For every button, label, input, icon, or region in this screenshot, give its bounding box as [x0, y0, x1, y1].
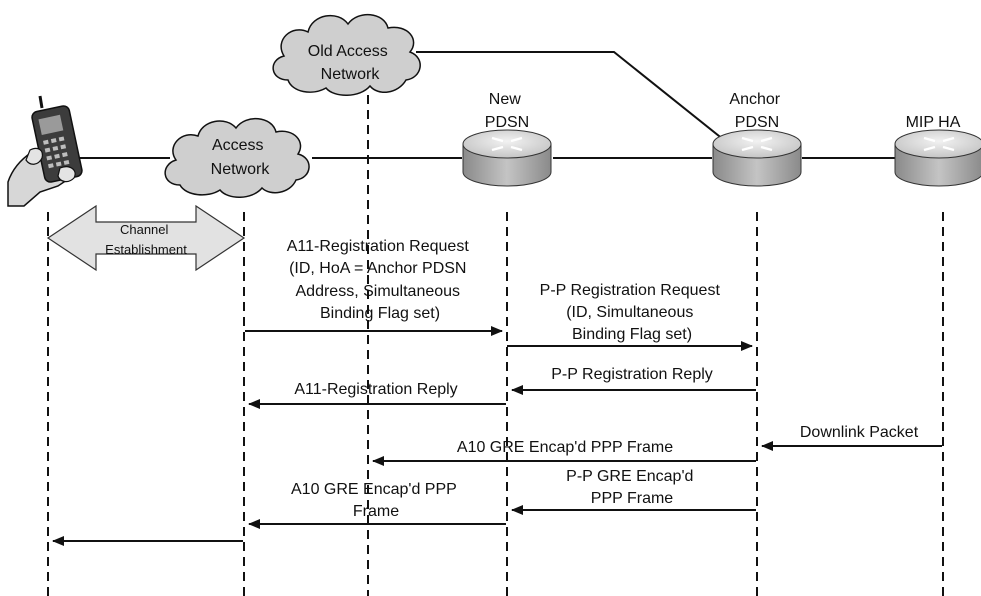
lifelines: [47, 95, 944, 596]
a10-frame-line2: Frame: [353, 503, 399, 520]
a11-request-line1: A11-Registration Request: [287, 238, 470, 255]
pp-request-line1: P-P Registration Request: [540, 282, 721, 299]
mip-ha-label-line1: MIP HA: [906, 114, 961, 131]
anchor-pdsn-label-line1: Anchor: [729, 91, 780, 108]
a11-reply-label: A11-Registration Reply: [294, 381, 457, 398]
pp-reply-label: P-P Registration Reply: [551, 366, 713, 383]
mip-ha-label: MIP HA: [906, 114, 961, 131]
new-pdsn-label-line2: PDSN: [485, 114, 529, 131]
a10-to-old-access-line1: A10 GRE Encap'd PPP Frame: [457, 439, 673, 456]
access-network-cloud: Access Network: [164, 118, 310, 198]
downlink-packet-line1: Downlink Packet: [800, 424, 919, 441]
old-access-network-label-line2: Network: [321, 66, 381, 83]
new-pdsn-label-line1: New: [489, 91, 521, 108]
mip-ha-router-icon: [894, 129, 981, 187]
a11-request-label: A11-Registration Request (ID, HoA = Anch…: [287, 238, 473, 322]
message-arrows: [52, 326, 942, 546]
a11-request-line3: Address, Simultaneous: [296, 283, 461, 300]
network-links: [78, 51, 897, 159]
access-network-label-line2: Network: [211, 161, 271, 178]
channel-establishment-label: Channel Establishment: [105, 222, 187, 257]
channel-establishment-arrow: Channel Establishment: [46, 204, 246, 272]
pp-gre-line1: P-P GRE Encap'd: [566, 468, 693, 485]
pp-gre-label: P-P GRE Encap'd PPP Frame: [566, 468, 698, 507]
mobile-phone-icon: [7, 95, 83, 207]
anchor-pdsn-label-line2: PDSN: [735, 114, 779, 131]
a11-request-line4: Binding Flag set): [320, 305, 440, 322]
old-access-network-label-line1: Old Access: [308, 43, 388, 60]
downlink-packet-label: Downlink Packet: [800, 424, 919, 441]
pp-reply-line1: P-P Registration Reply: [551, 366, 713, 383]
channel-establishment-line1: Channel: [120, 222, 169, 237]
a11-reply-line1: A11-Registration Reply: [294, 381, 457, 398]
anchor-pdsn-label: Anchor PDSN: [729, 91, 784, 131]
a11-request-line2: (ID, HoA = Anchor PDSN: [289, 260, 466, 277]
a10-frame-line1: A10 GRE Encap'd PPP: [291, 481, 457, 498]
access-network-label: Access Network: [211, 137, 271, 178]
new-pdsn-label: New PDSN: [485, 91, 529, 131]
access-network-label-line1: Access: [212, 137, 264, 154]
a10-to-old-access-label: A10 GRE Encap'd PPP Frame: [457, 439, 673, 456]
link-old-access-anchor: [416, 51, 735, 149]
new-pdsn-router-icon: [462, 129, 552, 187]
anchor-pdsn-router-icon: [712, 129, 802, 187]
pp-gre-line2: PPP Frame: [591, 490, 674, 507]
pp-request-line3: Binding Flag set): [572, 326, 692, 343]
pp-request-label: P-P Registration Request (ID, Simultaneo…: [540, 282, 725, 343]
a10-frame-label: A10 GRE Encap'd PPP Frame: [291, 481, 461, 520]
pp-request-line2: (ID, Simultaneous: [566, 304, 693, 321]
old-access-network-cloud: Old Access Network: [272, 14, 421, 96]
old-access-network-label: Old Access Network: [308, 43, 392, 83]
channel-establishment-line2: Establishment: [105, 242, 187, 257]
